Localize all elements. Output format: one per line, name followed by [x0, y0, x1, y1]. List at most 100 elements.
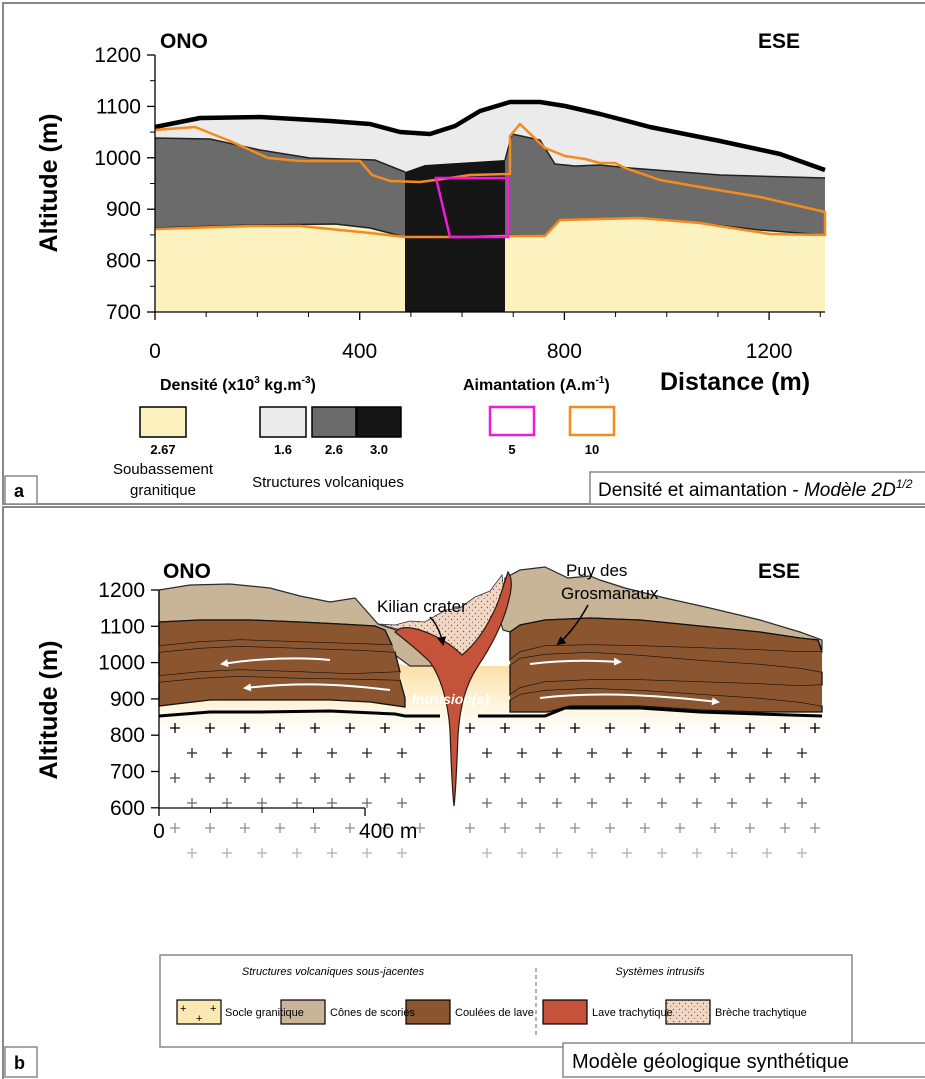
- socle-cross: [257, 848, 267, 858]
- socle-cross: [727, 748, 737, 758]
- socle-cross: [362, 848, 372, 858]
- y-axis-label-b: Altitude (m): [35, 641, 63, 780]
- socle-cross: [222, 748, 232, 758]
- socle-cross: [570, 723, 580, 733]
- socle-cross: [500, 773, 510, 783]
- socle-cross: [327, 748, 337, 758]
- socle-cross: [605, 823, 615, 833]
- density-legend-title: Densité (x103 kg.m-3): [160, 375, 316, 394]
- socle-cross: [170, 773, 180, 783]
- legend-label-breccia: Brèche trachytique: [715, 1007, 807, 1019]
- socle-cross: [310, 823, 320, 833]
- socle-cross: [810, 773, 820, 783]
- panel-a-letter: a: [14, 481, 25, 501]
- flow-arrow-2: [243, 683, 391, 692]
- y-tick-label-b: 600: [110, 797, 145, 820]
- socle-cross: [587, 798, 597, 808]
- socle-cross: [397, 798, 407, 808]
- swatch-density-2.6: [311, 406, 357, 438]
- socle-cross: [397, 848, 407, 858]
- legend-swatch-socle-plus: +: [180, 1003, 186, 1015]
- panel-a-caption-box: [589, 471, 925, 505]
- socle-cross: [622, 798, 632, 808]
- legend-swatch-socle: [176, 999, 222, 1025]
- coulee-lave-east-fill2: [510, 680, 822, 706]
- socle-cross: [415, 773, 425, 783]
- intrusion-label: Intrusion(s): [412, 691, 489, 707]
- socle-cross: [675, 823, 685, 833]
- coulee-lave-west-fill2: [159, 670, 400, 682]
- socle-cross: [275, 773, 285, 783]
- socle-cross: [745, 723, 755, 733]
- y-tick-label-b: 700: [110, 761, 145, 784]
- socle-cross: [675, 723, 685, 733]
- swatch-magnetization-5: [488, 405, 536, 437]
- boundary-top-dark-west: [154, 137, 406, 173]
- y-tick-label-a: 1200: [94, 44, 141, 67]
- socle-cross: [640, 823, 650, 833]
- socle-cross: [327, 848, 337, 858]
- legend-swatch-socle-plus2: +: [196, 1013, 202, 1025]
- socle-cross: [810, 723, 820, 733]
- basement-label-line1: Soubassement: [113, 461, 214, 478]
- socle-cross-pattern: [170, 723, 820, 858]
- layer-density-2.67-east: [505, 218, 825, 312]
- socle-cross: [797, 748, 807, 758]
- x-tick-label-a: 400: [342, 340, 377, 363]
- socle-cross: [570, 773, 580, 783]
- x-tick-label-b: 400 m: [359, 820, 417, 843]
- socle-cross: [205, 723, 215, 733]
- density-value-2.6: 2.6: [325, 442, 343, 457]
- socle-cross: [587, 748, 597, 758]
- basement-label-line2: granitique: [130, 482, 196, 499]
- socle-cross: [465, 823, 475, 833]
- socle-cross: [657, 798, 667, 808]
- socle-cross: [727, 798, 737, 808]
- socle-cross: [762, 748, 772, 758]
- socle-cross: [552, 748, 562, 758]
- socle-cross: [240, 723, 250, 733]
- legend-box-b: [159, 954, 853, 1048]
- legend-swatch-cones: [280, 999, 326, 1025]
- panel-b-letter: b: [14, 1053, 25, 1073]
- annotation-puy-line1: Puy des: [566, 561, 627, 580]
- socle-cross: [465, 773, 475, 783]
- socle-cross: [415, 723, 425, 733]
- socle-cross: [692, 848, 702, 858]
- socle-cross: [605, 723, 615, 733]
- legend-label-trachyte: Lave trachytique: [592, 1007, 673, 1019]
- socle-cross: [187, 798, 197, 808]
- socle-cross: [810, 823, 820, 833]
- socle-cross: [205, 823, 215, 833]
- socle-cross: [292, 748, 302, 758]
- legend-label-socle: Socle granitique: [225, 1007, 304, 1019]
- coulee-lave-east-fill: [510, 645, 822, 672]
- socle-cross: [275, 823, 285, 833]
- socle-cross: [170, 823, 180, 833]
- socle-cross: [570, 823, 580, 833]
- layer-density-2.6-east: [505, 134, 825, 237]
- socle-cross: [500, 723, 510, 733]
- socle-cross: [692, 798, 702, 808]
- socle-cross: [797, 798, 807, 808]
- volcanic-structures-label: Structures volcaniques: [252, 474, 404, 491]
- socle-cross: [292, 798, 302, 808]
- socle-cross: [380, 723, 390, 733]
- socle-cross: [657, 848, 667, 858]
- socle-cross: [762, 848, 772, 858]
- socle-cross: [535, 823, 545, 833]
- socle-cross: [710, 773, 720, 783]
- swatch-magnetization-10: [568, 405, 616, 437]
- socle-cross: [657, 748, 667, 758]
- socle-cross: [415, 823, 425, 833]
- lave-trachytique: [394, 570, 512, 807]
- boundary-top-dark-east: [504, 133, 826, 179]
- panel-a-letter-box: [4, 475, 38, 505]
- socle-cross: [535, 773, 545, 783]
- socle-top-line-east: [478, 706, 823, 718]
- legend-group-intrusive: Systèmes intrusifs: [615, 966, 705, 978]
- socle-cross: [605, 773, 615, 783]
